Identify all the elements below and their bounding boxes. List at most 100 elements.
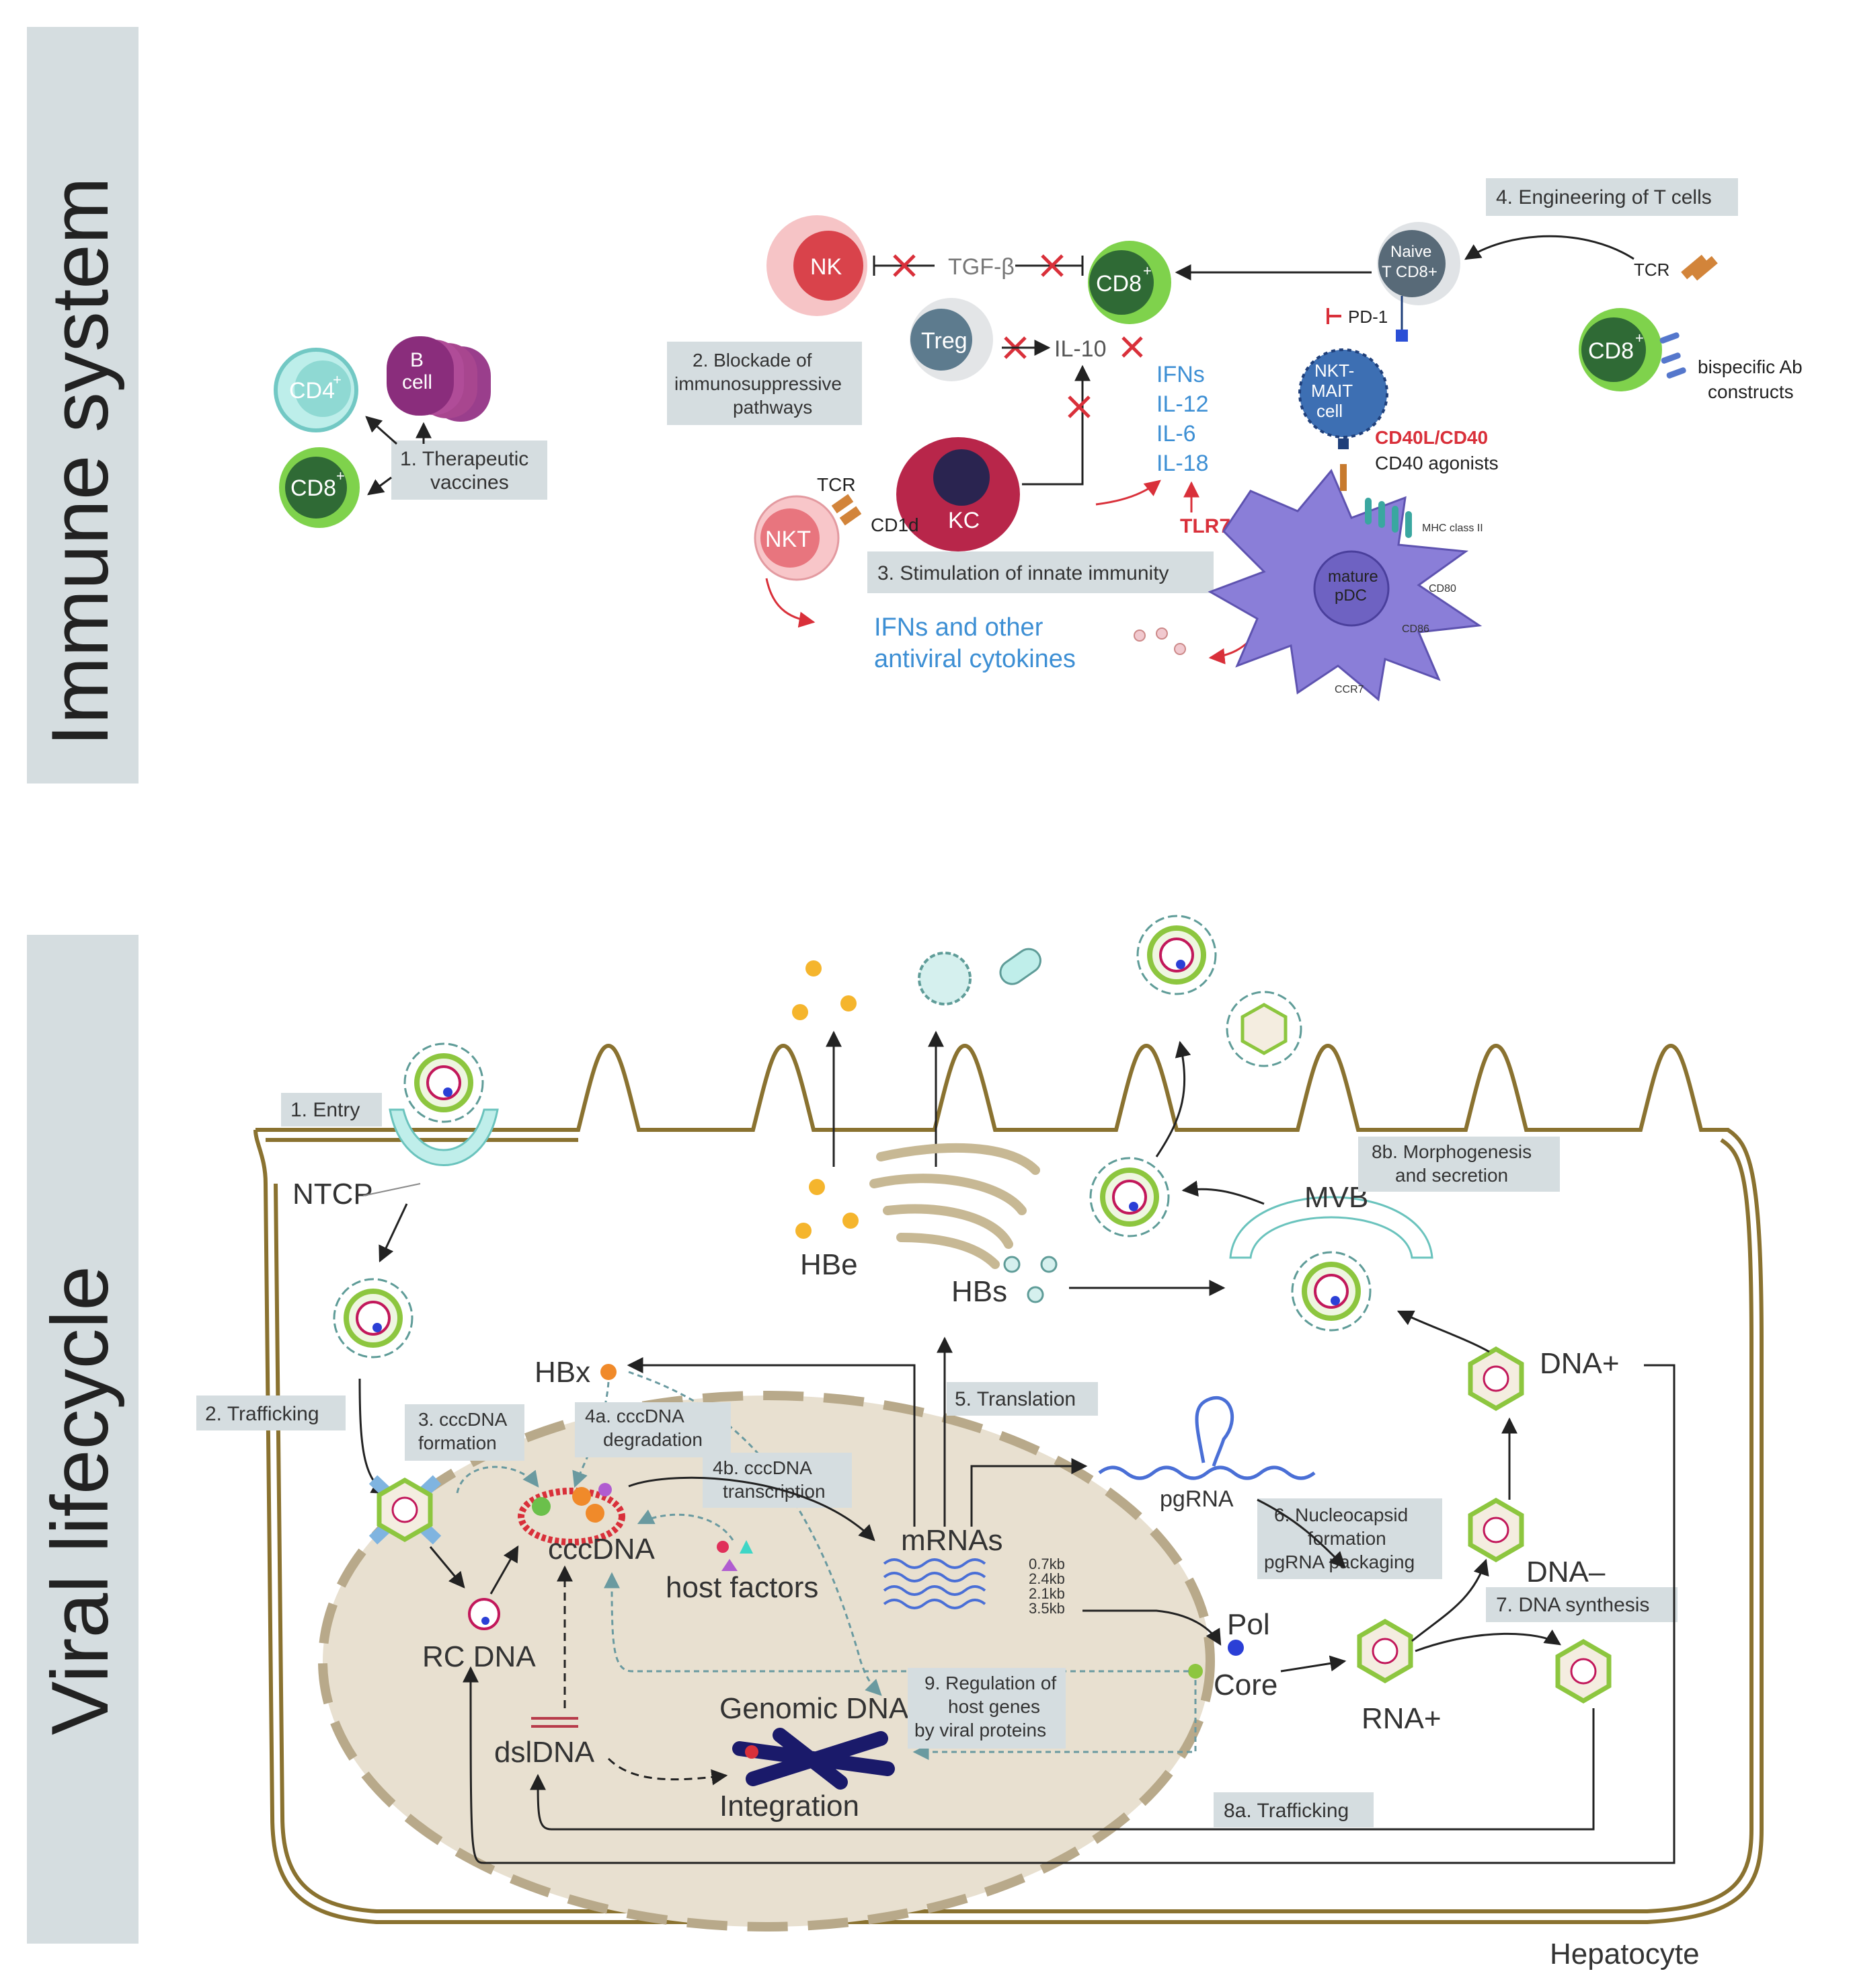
virion-secretion-arrow [1155, 1040, 1191, 1157]
cd86-label: CD86 [1402, 623, 1429, 635]
kc-il10-arrow [1022, 365, 1091, 486]
nucleus [318, 1391, 1215, 1932]
il12-label: IL-12 [1156, 391, 1209, 417]
cd40l-label: CD40L/CD40 [1375, 427, 1488, 448]
capsid-to-rcdna-arrow [429, 1546, 465, 1589]
step1-box: 1. Therapeutic vaccines [391, 441, 547, 500]
cd8-cell-engineered: CD8 + [1579, 308, 1686, 391]
core-regulation-dashed [912, 1680, 1197, 1760]
nuc-1: 6. Nucleocapsid [1274, 1504, 1408, 1525]
ifns-label: IFNs [1156, 362, 1205, 387]
treg-label: Treg [921, 328, 968, 354]
step4-box: 4. Engineering of T cells [1486, 178, 1738, 216]
b-cell: B cell [387, 336, 491, 422]
hbs-particles [1003, 1256, 1058, 1303]
core-to-capsid-arrow [1280, 1655, 1347, 1673]
cccdna-molecule: cccDNA [518, 1483, 656, 1566]
entry-box: 1. Entry [281, 1093, 382, 1126]
treg-cell: Treg [910, 298, 993, 381]
cd4-cell: CD4 + [274, 348, 358, 432]
pdc-cytokine-arrow [1095, 480, 1161, 506]
translation-label: 5. Translation [955, 1388, 1076, 1410]
integration-label: Integration [719, 1790, 859, 1823]
pgrna: pgRNA [1098, 1396, 1316, 1512]
bispecific-label: bispecific Ab constructs [1698, 356, 1803, 402]
hbs-label: HBs [951, 1275, 1007, 1308]
secreted-virion-inner [1091, 1158, 1169, 1236]
dna-minus-capsid [1470, 1500, 1522, 1560]
step3-box: 3. Stimulation of innate immunity [867, 551, 1214, 593]
pdc-label-1: mature [1328, 568, 1378, 586]
ccc-form-1: 3. cccDNA [418, 1409, 508, 1430]
uncoating-virion [334, 1279, 412, 1357]
rcdna-label: RC DNA [422, 1640, 536, 1673]
cd1d-label: CD1d [871, 514, 919, 535]
pdc-label-2: pDC [1335, 586, 1367, 605]
pd1-blockade: PD-1 [1327, 296, 1408, 342]
dnaplus-label: DNA+ [1540, 1347, 1620, 1380]
nkt-mait-3: cell [1316, 401, 1343, 421]
trans-1: 4b. cccDNA [713, 1457, 812, 1478]
nkt-cell: NKT TCR CD1d [754, 474, 919, 581]
rna-to-dnaminus-arrow [1411, 1558, 1489, 1642]
deg-1: 4a. cccDNA [585, 1406, 684, 1426]
core: Core [1188, 1664, 1277, 1702]
trafficking-arrow [358, 1378, 389, 1494]
antiviral-cytokines-text: IFNs and other antiviral cytokines [874, 613, 1076, 673]
nk-cell: NK [766, 215, 867, 316]
tgf-label: TGF-β [948, 254, 1015, 280]
hbx: HBx [535, 1356, 617, 1389]
mhc-label: MHC class II [1422, 523, 1483, 534]
engineered-tcr: TCR [1634, 254, 1718, 281]
cd8-cell-center: CD8 + [1088, 241, 1171, 324]
step2-box: 2. Blockade of immunosuppressive pathway… [667, 342, 862, 425]
cd8-label-3: CD8 [1588, 338, 1634, 364]
cd40ag-label: CD40 agonists [1375, 453, 1499, 473]
morphogenesis-box: 8b. Morphogenesis and secretion [1358, 1137, 1560, 1192]
pgrna-label: pgRNA [1160, 1486, 1234, 1512]
core-label: Core [1214, 1669, 1277, 1702]
morph-2: and secretion [1395, 1165, 1508, 1186]
cytokine-dots [1134, 627, 1186, 655]
pol: Pol [1227, 1608, 1270, 1656]
hbe-label: HBe [800, 1248, 858, 1281]
kc-label: KC [948, 508, 980, 533]
pol-label: Pol [1227, 1608, 1270, 1641]
kb2-label: 2.4kb [1029, 1570, 1065, 1587]
ntcp-receptor [389, 1108, 499, 1166]
nuc-2: formation [1308, 1528, 1386, 1549]
nkt-mait-cell: NKT- MAIT cell [1298, 348, 1388, 491]
step2-line2: immunosuppressive [674, 373, 842, 394]
il10-label: IL-10 [1054, 336, 1107, 362]
nkt-tcr-label: TCR [817, 474, 856, 495]
cd8-label-1: CD8 [290, 475, 336, 501]
kb4-label: 3.5kb [1029, 1600, 1065, 1617]
trafficking-box: 2. Trafficking [196, 1396, 346, 1430]
traffic8a-label: 8a. Trafficking [1224, 1800, 1349, 1822]
trafficking-8a-box: 8a. Trafficking [1214, 1792, 1374, 1827]
translation-box: 5. Translation [947, 1382, 1098, 1416]
dsldna: dslDNA [494, 1717, 595, 1769]
rcdna: RC DNA [422, 1598, 536, 1673]
pgrna-to-capsid-arrow [1257, 1498, 1346, 1568]
nkt-mait-2: MAIT [1311, 381, 1353, 401]
tlr7-label: TLR7 [1180, 515, 1230, 537]
naive-t-cell: Naive T CD8+ [1377, 222, 1460, 305]
dnaplus-to-mvb-arrow [1396, 1310, 1490, 1353]
cd8-cell-vaccine: CD8 + [279, 447, 360, 528]
kb1-label: 0.7kb [1029, 1556, 1065, 1572]
tgf-inhibition: TGF-β [873, 254, 1084, 280]
entry-label: 1. Entry [290, 1099, 360, 1121]
host-factors-label: host factors [666, 1571, 818, 1604]
hepatocyte-membrane [253, 1043, 1764, 1924]
core-to-ccc-dashed [604, 1572, 1189, 1673]
host-factors: host factors [666, 1540, 818, 1604]
morph-1: 8b. Morphogenesis [1372, 1141, 1532, 1162]
genomic-label: Genomic DNA [719, 1692, 909, 1725]
svp-particles [918, 948, 1041, 1005]
trafficking-label: 2. Trafficking [205, 1403, 319, 1425]
dna-plus-capsid [1470, 1349, 1522, 1408]
step1-line2: vaccines [430, 471, 509, 494]
cd8-sup-2: + [1143, 262, 1152, 279]
